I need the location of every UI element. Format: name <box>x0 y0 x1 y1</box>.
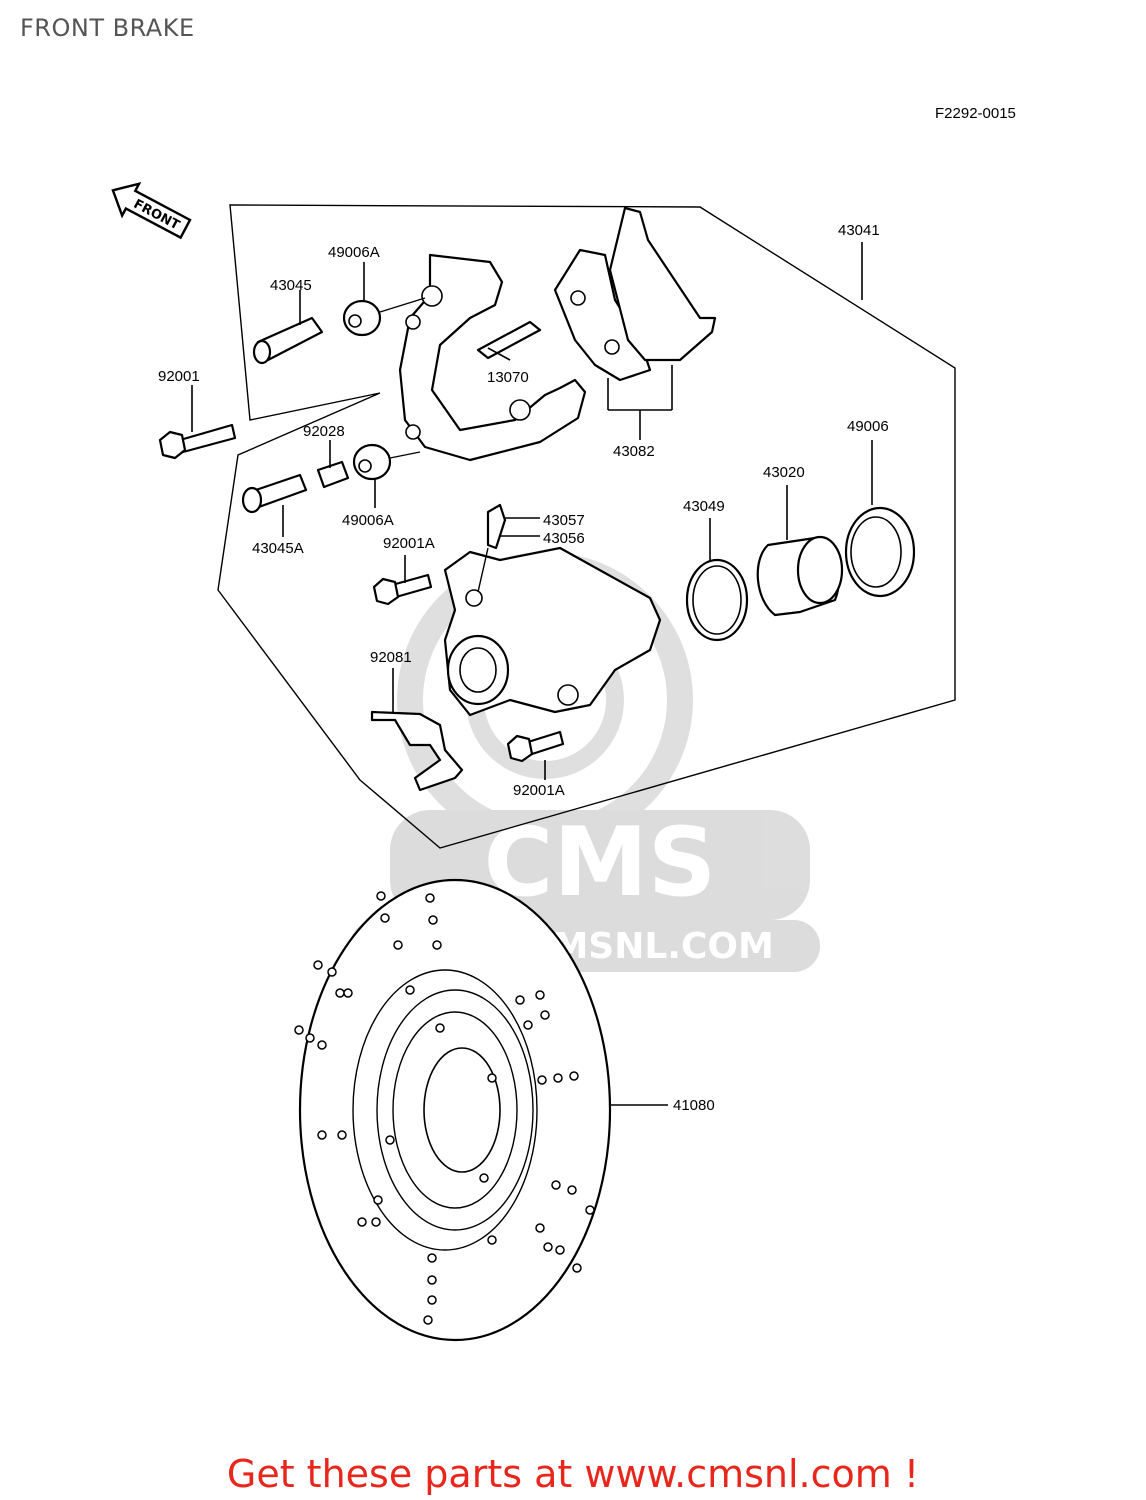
callout-43057: 43057 <box>543 512 585 529</box>
piston-seal-43049 <box>685 558 749 642</box>
boot-49006A-top <box>342 299 382 337</box>
bolt-92001A-top <box>372 573 433 606</box>
bolt-92001 <box>158 423 237 460</box>
boot-49006A-bottom <box>352 443 392 481</box>
callout-43045A: 43045A <box>252 540 304 557</box>
callout-92001A-top: 92001A <box>383 535 435 552</box>
shim-13070 <box>476 320 542 360</box>
front-arrow-icon: FRONT <box>111 181 192 240</box>
callout-43082: 43082 <box>613 443 655 460</box>
caliper-bracket <box>398 253 587 462</box>
callout-49006A-top: 49006A <box>328 244 380 261</box>
brake-exploded-diagram: CMS WWW.CMSNL.COM F2292-0015 FRONT <box>111 105 1016 1342</box>
callout-92028: 92028 <box>303 423 345 440</box>
watermark-logo: CMS <box>484 808 717 918</box>
callout-leaders <box>191 242 873 1106</box>
brake-pads-43082 <box>553 206 717 382</box>
brake-disc-41080 <box>294 878 612 1342</box>
callout-49006A-bottom: 49006A <box>342 512 394 529</box>
pad-spring-92081 <box>370 710 464 792</box>
diagram-code: F2292-0015 <box>935 105 1016 122</box>
slide-pin-43045 <box>252 316 324 365</box>
callout-43041: 43041 <box>838 222 880 239</box>
slide-pin-43045A <box>241 473 308 514</box>
callout-13070: 13070 <box>487 369 529 386</box>
bolt-92001A-bottom <box>506 730 565 763</box>
caliper-body <box>443 546 662 717</box>
callout-49006: 49006 <box>847 418 889 435</box>
page-title: FRONT BRAKE <box>20 14 195 42</box>
callout-92081: 92081 <box>370 649 412 666</box>
callout-43020: 43020 <box>763 464 805 481</box>
sleeve-92028 <box>316 460 350 489</box>
dust-seal-49006 <box>844 506 916 598</box>
callout-92001: 92001 <box>158 368 200 385</box>
piston-43020 <box>756 535 844 617</box>
assembly-outline <box>217 204 956 849</box>
callout-43049: 43049 <box>683 498 725 515</box>
callout-43056: 43056 <box>543 530 585 547</box>
callout-43045: 43045 <box>270 277 312 294</box>
disc-holes <box>294 891 595 1325</box>
footer-cta-link[interactable]: Get these parts at www.cmsnl.com ! <box>226 1452 920 1496</box>
bleeder-valve <box>477 503 507 593</box>
callout-41080: 41080 <box>673 1097 715 1114</box>
callout-92001A-bottom: 92001A <box>513 782 565 799</box>
